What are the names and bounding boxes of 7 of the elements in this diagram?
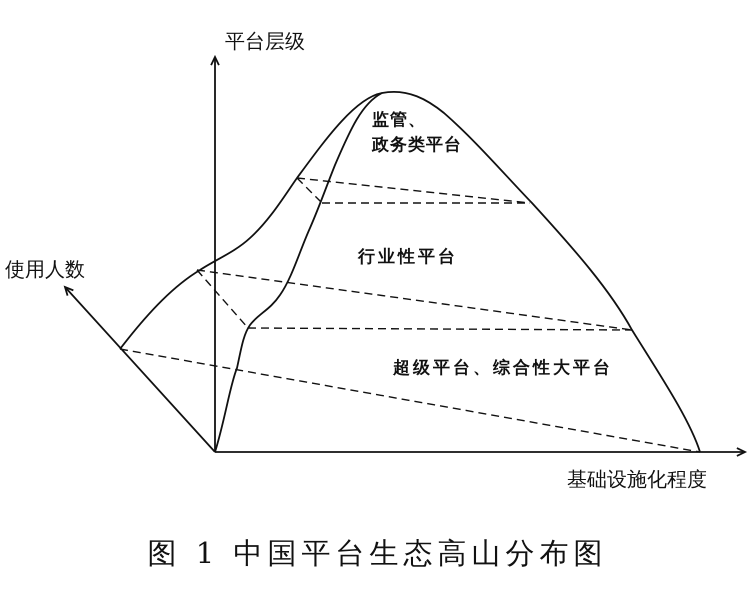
region-label: 超级平台、综合性大平台 bbox=[393, 357, 613, 379]
figure-caption: 图 1 中国平台生态高山分布图 bbox=[148, 536, 608, 570]
region-label: 行业性平台 bbox=[358, 246, 458, 268]
axis-label: 基础设施化程度 bbox=[567, 468, 707, 490]
region-label: 监管、政务类平台 bbox=[372, 109, 463, 157]
axis-label: 使用人数 bbox=[5, 258, 85, 280]
axis-label: 平台层级 bbox=[225, 30, 305, 52]
